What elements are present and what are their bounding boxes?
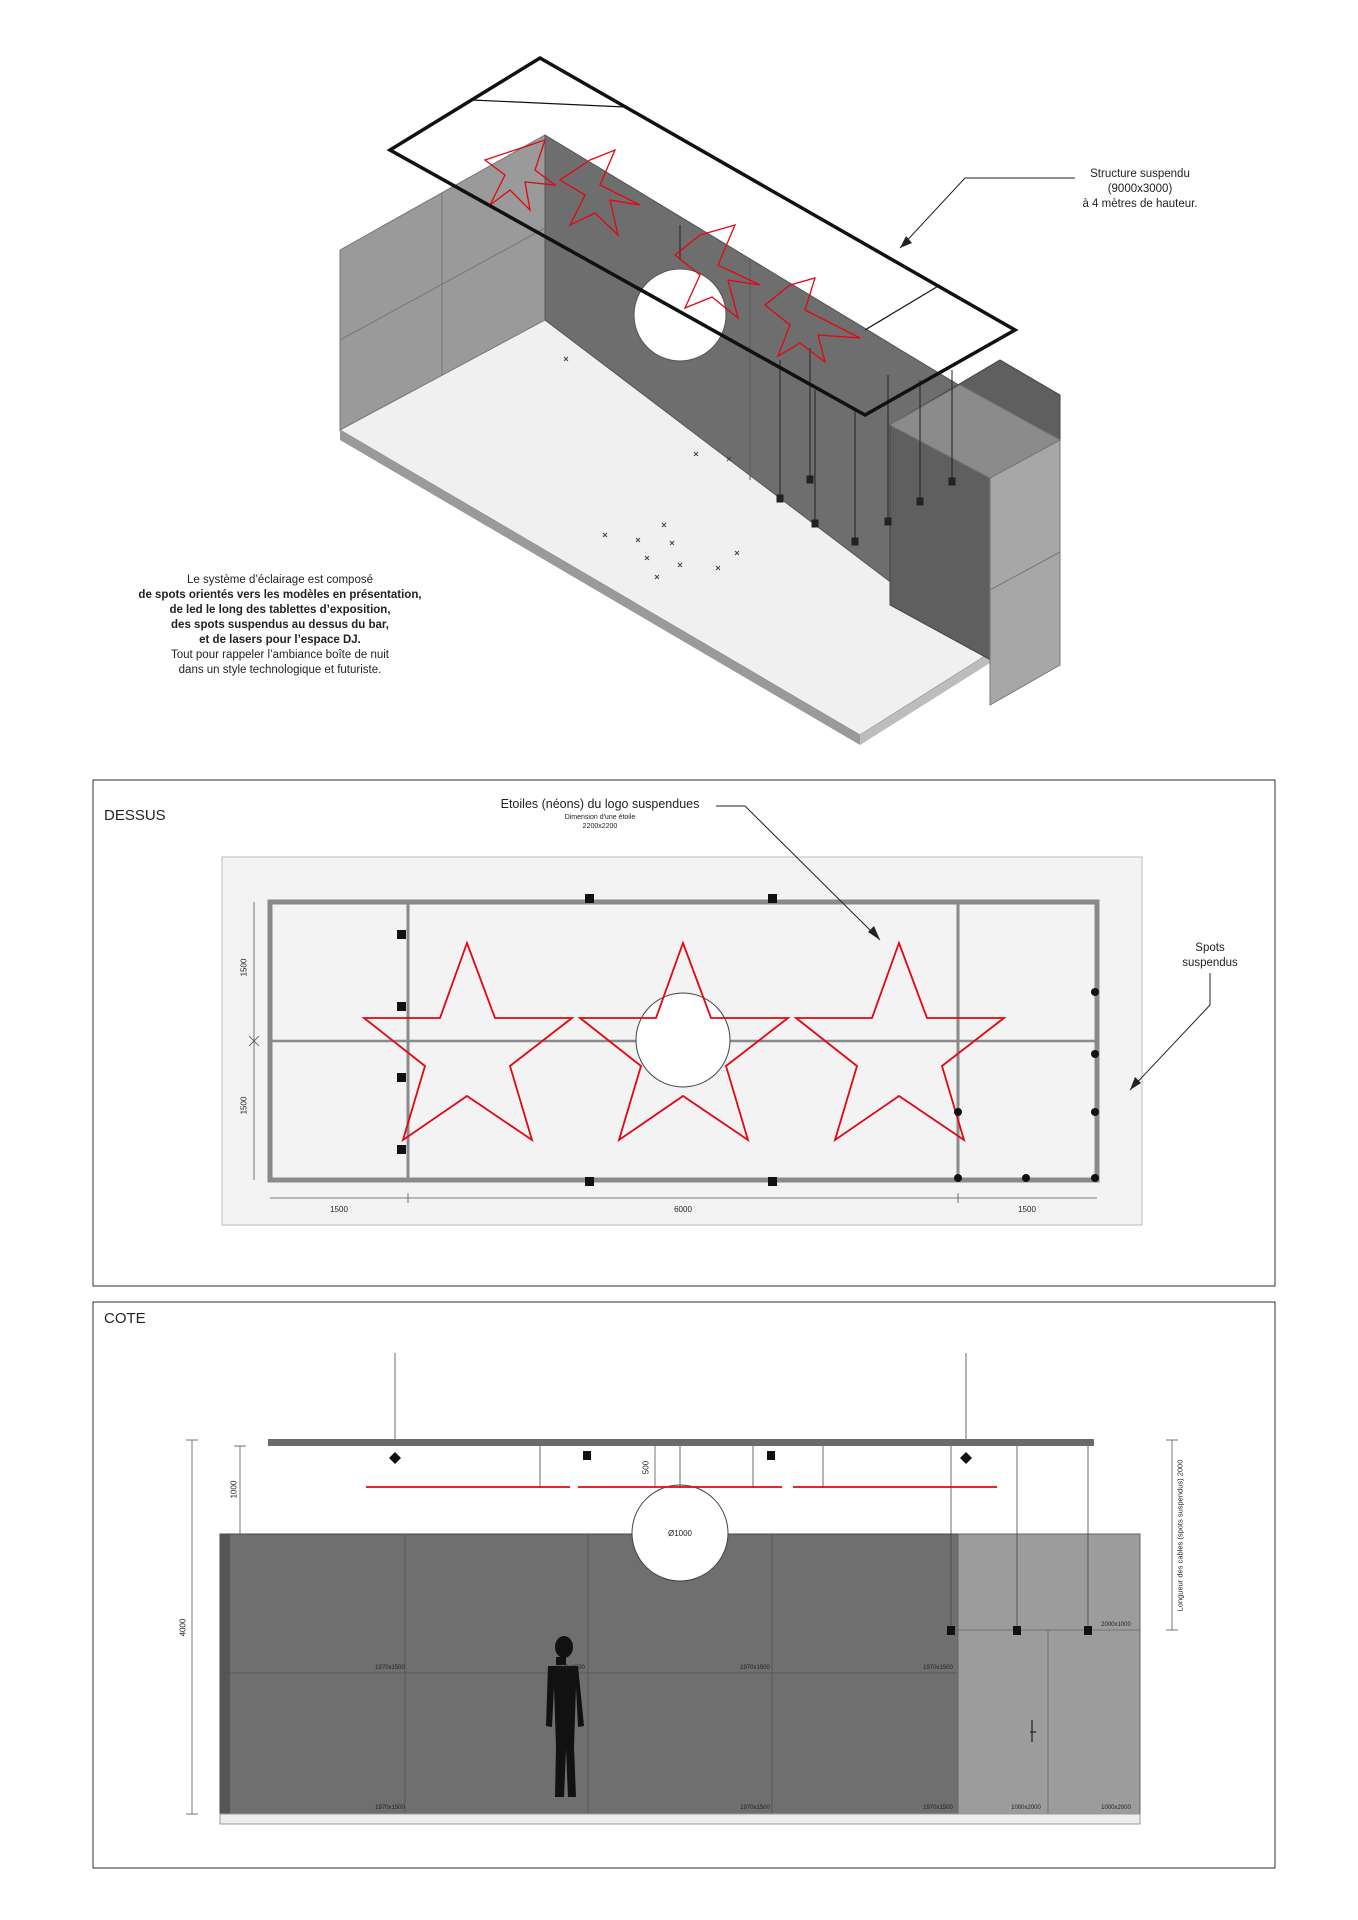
side-view-panel-border bbox=[92, 1301, 1276, 1869]
dim-bottom-mid: 6000 bbox=[674, 1205, 692, 1214]
stars-label: Etoiles (néons) du logo suspendues bbox=[500, 797, 700, 811]
iso-structure-frame bbox=[386, 55, 1019, 418]
top-view-stars-leader bbox=[716, 805, 881, 941]
structure-callout-line3: à 4 mètres de hauteur. bbox=[1082, 198, 1198, 210]
dim-500: 500 bbox=[641, 1460, 651, 1475]
spots-label-2: suspendus bbox=[1182, 957, 1238, 969]
top-view-star-1 bbox=[361, 940, 575, 1143]
human-silhouette bbox=[546, 1636, 584, 1797]
top-view-star-2 bbox=[577, 940, 791, 1143]
dim-1000: 1000 bbox=[229, 1480, 239, 1499]
iso-callout-leader bbox=[899, 177, 1075, 249]
panel-label-7: 1970x1500 bbox=[923, 1805, 953, 1811]
top-view-stars-arrowhead bbox=[868, 926, 880, 940]
structure-callout-line2: (9000x3000) bbox=[1107, 183, 1173, 195]
side-view-wall-edge bbox=[220, 1534, 230, 1814]
side-view-bar bbox=[957, 1533, 1141, 1815]
top-view-panel-border bbox=[92, 779, 1276, 1287]
side-view-spots bbox=[389, 1451, 1092, 1635]
top-view-dimensions bbox=[248, 902, 1097, 1203]
side-view-suspension-cables bbox=[394, 1353, 1089, 1626]
top-view-spots-arrowhead bbox=[1130, 1077, 1141, 1090]
panel-label-4: 1970x1500 bbox=[923, 1665, 953, 1671]
bar-top-label: 2000x1000 bbox=[1101, 1622, 1131, 1628]
iso-bar-top bbox=[888, 384, 1062, 479]
side-view-bar-joints bbox=[958, 1629, 1140, 1814]
iso-hanging-spots bbox=[679, 225, 956, 546]
dim-left-top: 1500 bbox=[239, 958, 249, 977]
lighting-line-5: et de lasers pour l’espace DJ. bbox=[199, 634, 361, 646]
iso-star-1 bbox=[483, 138, 558, 212]
top-view-spots-leader bbox=[1129, 973, 1211, 1091]
iso-bar-side-joint bbox=[989, 551, 1061, 591]
panel-label-2: 1970x1500 bbox=[555, 1665, 585, 1671]
panel-label-6: 1970x1500 bbox=[740, 1805, 770, 1811]
top-view-star-3 bbox=[793, 940, 1007, 1143]
isometric-view bbox=[339, 55, 1075, 745]
iso-circle-opening bbox=[633, 268, 727, 362]
iso-structure-bar-2 bbox=[864, 284, 941, 331]
lighting-line-7: dans un style technologique et futuriste… bbox=[178, 664, 382, 676]
dim-bottom-right: 1500 bbox=[1018, 1205, 1036, 1214]
dim-height: 4000 bbox=[178, 1618, 188, 1637]
lighting-line-3: de led le long des tablettes d’expositio… bbox=[169, 604, 391, 616]
side-view-wall bbox=[219, 1533, 959, 1815]
iso-callout-arrowhead bbox=[900, 236, 912, 248]
side-view-dimensions bbox=[186, 1439, 1178, 1815]
lighting-description: Le système d’éclairage est composé de sp… bbox=[110, 573, 450, 678]
side-view bbox=[92, 1301, 1276, 1869]
spots-label-1: Spots bbox=[1195, 942, 1225, 954]
panel-label-1: 1970x1500 bbox=[375, 1665, 405, 1671]
lighting-line-4: des spots suspendus au dessus du bar, bbox=[171, 619, 389, 631]
lighting-line-6: Tout pour rappeler l’ambiance boîte de n… bbox=[170, 649, 389, 661]
top-view-circle bbox=[635, 992, 731, 1088]
bar-label-1: 1000x2000 bbox=[1011, 1805, 1041, 1811]
panel-label-5: 1970x1500 bbox=[375, 1805, 405, 1811]
stars-sublabel-1: Dimension d'une étoile bbox=[564, 814, 636, 821]
iso-structure-bar-1 bbox=[471, 99, 626, 108]
dim-left-bottom: 1500 bbox=[239, 1096, 249, 1115]
lighting-line-1: Le système d’éclairage est composé bbox=[186, 574, 373, 586]
stars-sublabel-2: 2200x2200 bbox=[582, 823, 618, 830]
top-view-title: DESSUS bbox=[104, 807, 166, 824]
iso-star-3 bbox=[673, 224, 761, 320]
circle-diameter-label: Ø1000 bbox=[667, 1529, 693, 1538]
bar-label-2: 1000x2000 bbox=[1101, 1805, 1131, 1811]
iso-floor-edge-left bbox=[340, 430, 860, 745]
side-view-wall-joints bbox=[220, 1534, 958, 1814]
side-view-title: COTE bbox=[104, 1310, 146, 1327]
iso-star-4 bbox=[763, 277, 861, 364]
top-view-spots-round bbox=[954, 988, 1099, 1182]
side-view-bar-handle bbox=[1030, 1720, 1036, 1742]
panel-label-3: 1970x1500 bbox=[740, 1665, 770, 1671]
iso-star-2 bbox=[558, 148, 641, 237]
structure-callout: Structure suspendu (9000x3000) à 4 mètre… bbox=[1040, 167, 1240, 212]
cable-length-label: Longueur des cables (spots suspendus) 20… bbox=[1175, 1459, 1185, 1612]
iso-left-wall-joint-h bbox=[339, 227, 546, 341]
top-view-spots-square bbox=[397, 894, 777, 1186]
iso-floor-markers bbox=[563, 356, 740, 580]
dim-bottom-left: 1500 bbox=[330, 1205, 348, 1214]
side-view-floor bbox=[219, 1813, 1141, 1825]
top-view bbox=[92, 779, 1276, 1287]
lighting-line-2: de spots orientés vers les modèles en pr… bbox=[138, 589, 422, 601]
iso-bar-side bbox=[989, 439, 1061, 706]
structure-callout-line1: Structure suspendu bbox=[1090, 168, 1190, 180]
side-view-structure-beam bbox=[268, 1439, 1094, 1446]
